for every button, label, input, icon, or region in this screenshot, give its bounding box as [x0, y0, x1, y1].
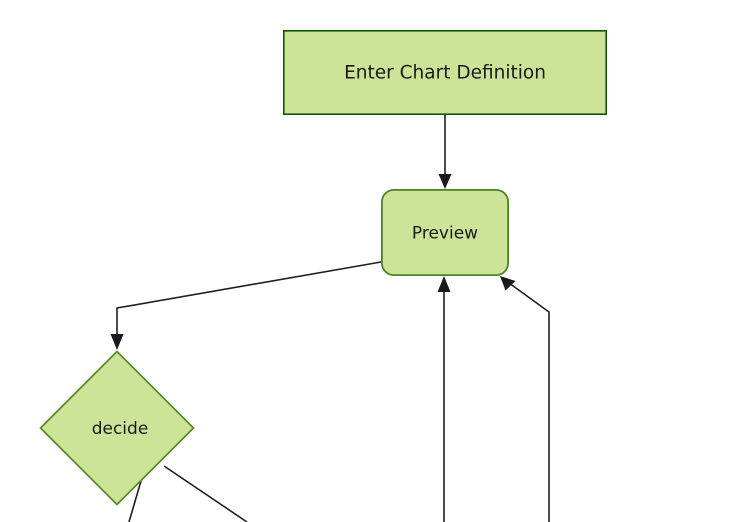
node-preview[interactable]: Preview [380, 188, 509, 276]
node-shape-preview[interactable] [380, 188, 509, 276]
node-label-decide: decide [92, 419, 149, 439]
edge-bottom-center-to-preview [437, 276, 451, 522]
node-decide[interactable]: decide [39, 350, 195, 506]
node-label-enter-chart-definition: Enter Chart Definition [344, 63, 546, 84]
edge-decide-down-left [128, 480, 142, 522]
arrowhead-up-into-preview-center [437, 276, 451, 292]
node-label-preview: Preview [412, 224, 478, 244]
node-shape-decide[interactable] [39, 350, 195, 506]
edge-layer [110, 115, 550, 522]
edge-decide-down-right [163, 465, 248, 522]
arrowhead-up-into-preview-right [500, 276, 516, 291]
edge-preview-to-decide [110, 261, 382, 350]
node-layer: Enter Chart Definition Preview decide [39, 29, 607, 506]
edge-bottom-right-to-preview [500, 276, 550, 522]
edge-enter-to-preview [438, 115, 452, 189]
node-enter-chart-definition[interactable]: Enter Chart Definition [282, 29, 607, 116]
node-shape-enter-chart-definition[interactable] [282, 29, 607, 116]
edge-line-bottom-right-to-preview [508, 282, 550, 522]
edge-line-preview-to-decide [116, 261, 382, 338]
arrowhead-down-into-preview [438, 174, 452, 189]
arrowhead-down-into-decide [110, 334, 124, 350]
